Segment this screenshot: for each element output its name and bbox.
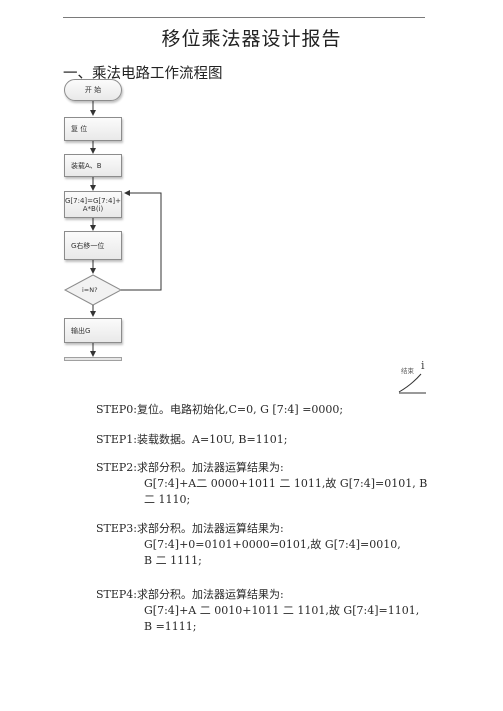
step-4: STEP4:求部分积。加法器运算结果为: G[7:4]+A 二 0010+101…	[96, 587, 419, 635]
step-2-line-1: STEP2:求部分积。加法器运算结果为:	[96, 461, 284, 474]
step-2-line-2: G[7:4]+A二 0000+1011 二 1011,故 G[7:4]=0101…	[144, 477, 428, 490]
flow-compute-label-1: G[7:4]=G[7:4]+	[64, 196, 122, 205]
flow-output-node: 输出G	[64, 318, 122, 343]
step-4-line-2: G[7:4]+A 二 0010+1011 二 1101,故 G[7:4]=110…	[144, 604, 420, 617]
loop-back-arrow	[121, 190, 162, 291]
page-title: 移位乘法器设计报告	[161, 28, 342, 50]
flow-start-node: 开 始	[64, 79, 122, 101]
step-4-line-3: B =1111;	[144, 620, 197, 633]
step-1-line-1: STEP1:装载数据。A=10U, B=1101;	[96, 433, 288, 446]
flow-end-note: 结束	[401, 367, 414, 375]
step-3-line-2: G[7:4]+0=0101+0000=0101,故 G[7:4]=0010,	[144, 538, 401, 551]
flow-cropped-node	[64, 357, 122, 361]
flow-compute-node: G[7:4]=G[7:4]+ A*B(i)	[64, 191, 122, 218]
flow-start-label: 开 始	[84, 86, 102, 94]
section-heading: 一、乘法电路工作流程图	[63, 66, 223, 82]
flow-decision-label: i=N?	[82, 286, 98, 294]
step-2: STEP2:求部分积。加法器运算结果为: G[7:4]+A二 0000+1011…	[96, 460, 427, 508]
flow-load-node: 装载A、B	[64, 154, 122, 177]
step-0: STEP0:复位。电路初始化,C=0, G [7:4] =0000;	[96, 402, 343, 418]
flow-compute-label-2: A*B(i)	[82, 204, 104, 213]
flow-shift-node: G右移一位	[64, 231, 122, 260]
step-3-line-3: B 二 1111;	[144, 554, 202, 567]
step-2-line-3: 二 1110;	[144, 493, 191, 506]
flow-load-label: 装载A、B	[71, 161, 102, 170]
top-rule	[63, 17, 425, 18]
step-1: STEP1:装载数据。A=10U, B=1101;	[96, 432, 287, 448]
step-3: STEP3:求部分积。加法器运算结果为: G[7:4]+0=0101+0000=…	[96, 521, 401, 569]
flow-reset-node: 复 位	[64, 117, 122, 141]
step-3-line-1: STEP3:求部分积。加法器运算结果为:	[96, 522, 284, 535]
flow-output-label: 输出G	[71, 326, 91, 335]
flow-end-glyph: i	[421, 359, 425, 372]
step-0-line-1: STEP0:复位。电路初始化,C=0, G [7:4] =0000;	[96, 403, 344, 416]
step-4-line-1: STEP4:求部分积。加法器运算结果为:	[96, 588, 284, 601]
flow-reset-label: 复 位	[71, 125, 88, 133]
flow-shift-label: G右移一位	[71, 241, 105, 250]
end-curve-mark	[398, 373, 422, 393]
